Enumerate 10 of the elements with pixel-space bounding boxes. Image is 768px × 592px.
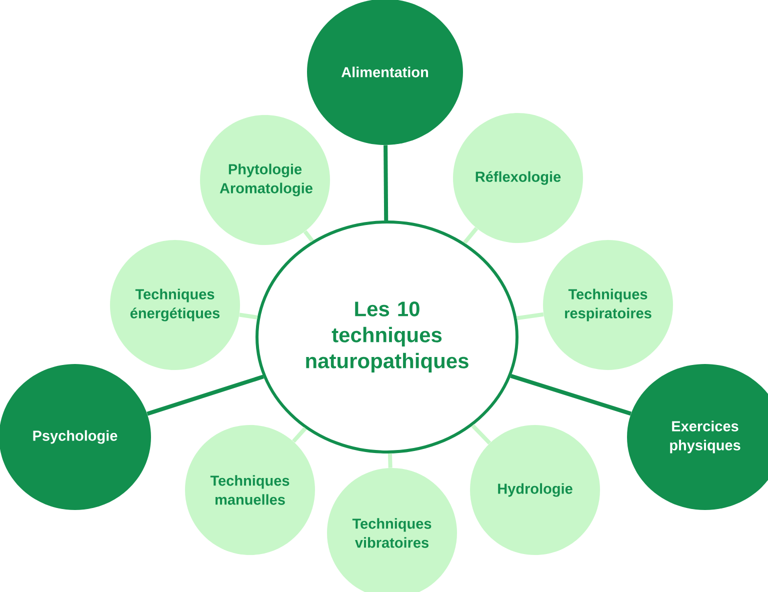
connector-line: [303, 230, 314, 242]
connector-line: [146, 374, 264, 416]
connector-line: [239, 312, 258, 320]
connector-line: [388, 453, 392, 468]
connector-line: [462, 227, 478, 244]
connector-line: [384, 145, 388, 221]
connector-line: [292, 426, 307, 443]
connector-line: [510, 374, 632, 416]
connector-line: [516, 312, 544, 320]
connector-line: [471, 424, 492, 445]
